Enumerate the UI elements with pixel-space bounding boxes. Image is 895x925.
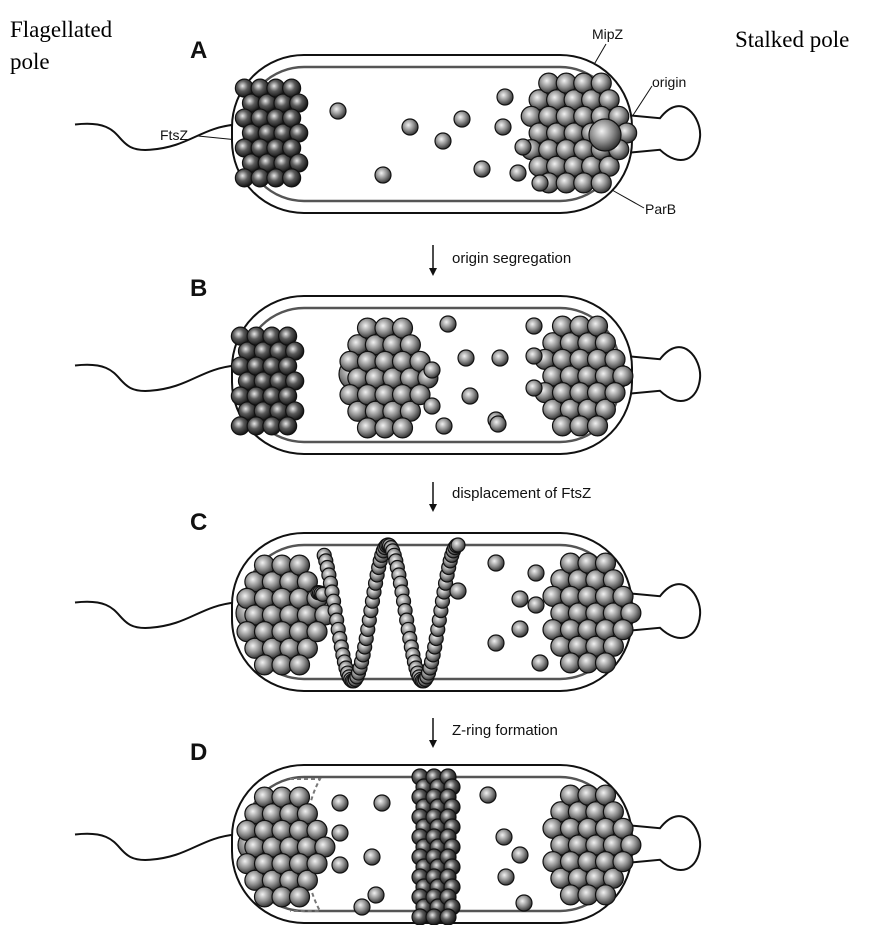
panel-letter-a: A (190, 37, 207, 64)
mipz-cluster-old-pole (613, 852, 633, 872)
stalk (626, 347, 700, 401)
mipz-polar-cluster (591, 173, 611, 193)
free-mipz (515, 139, 531, 155)
mipz-cluster-old-pole (605, 383, 625, 403)
flagellum (75, 124, 236, 150)
flagellated-pole-label-line2: pole (10, 49, 50, 74)
mipz-cluster-new-pole (290, 655, 310, 675)
mipz-cluster-new-pole (307, 622, 327, 642)
free-mipz (368, 887, 384, 903)
mipz-cluster-new-pole (393, 418, 413, 438)
free-mipz (435, 133, 451, 149)
free-mipz (488, 635, 504, 651)
free-mipz (450, 583, 466, 599)
free-mipz (332, 857, 348, 873)
free-mipz (526, 348, 542, 364)
free-mipz (436, 418, 452, 434)
mipz-cluster-old-pole (613, 620, 633, 640)
free-mipz (354, 899, 370, 915)
free-mipz (516, 895, 532, 911)
step-arrow-1 (429, 245, 437, 276)
cell-panel-c (75, 533, 700, 691)
callout-origin: origin (652, 74, 686, 90)
step-label-z-ring-formation: Z-ring formation (452, 722, 558, 739)
free-mipz (532, 175, 548, 191)
mipz-cluster-old-pole (596, 653, 616, 673)
free-mipz (332, 825, 348, 841)
free-mipz (424, 362, 440, 378)
free-mipz (462, 388, 478, 404)
free-mipz (532, 655, 548, 671)
ftsz-cluster (283, 169, 301, 187)
panel-letter-c: C (190, 509, 207, 536)
mipz-cluster-new-pole (290, 887, 310, 907)
callout-mipz: MipZ (592, 26, 624, 42)
free-mipz (512, 847, 528, 863)
free-mipz (454, 111, 470, 127)
flagellum (75, 834, 236, 860)
free-mipz (488, 555, 504, 571)
free-mipz (497, 89, 513, 105)
flagellum (75, 602, 236, 628)
free-mipz (512, 591, 528, 607)
free-mipz (480, 787, 496, 803)
z-ring (440, 909, 456, 925)
panel-letter-b: B (190, 275, 207, 302)
origin-parb-complex (589, 119, 621, 151)
free-mipz (402, 119, 418, 135)
free-mipz (332, 795, 348, 811)
panel-letter-d: D (190, 739, 207, 766)
flagellated-pole-label-line1: Flagellated (10, 17, 113, 42)
step-arrow-3 (429, 718, 437, 748)
stalked-pole-label: Stalked pole (735, 27, 849, 52)
mipz-cluster-new-pole (307, 854, 327, 874)
free-mipz (374, 795, 390, 811)
ftsz-helix (451, 538, 465, 552)
free-mipz (492, 350, 508, 366)
free-mipz (375, 167, 391, 183)
cell-panel-b (75, 296, 700, 454)
free-mipz (458, 350, 474, 366)
free-mipz (526, 380, 542, 396)
free-mipz (498, 869, 514, 885)
free-mipz (528, 597, 544, 613)
callout-parb: ParB (645, 201, 676, 217)
free-mipz (440, 316, 456, 332)
free-mipz (424, 398, 440, 414)
free-mipz (474, 161, 490, 177)
free-mipz (496, 829, 512, 845)
free-mipz (526, 318, 542, 334)
free-mipz (330, 103, 346, 119)
free-mipz (528, 565, 544, 581)
flagellum (75, 365, 236, 391)
ftsz-cluster (279, 417, 297, 435)
free-mipz (495, 119, 511, 135)
step-label-displacement-of-ftsz: displacement of FtsZ (452, 485, 591, 502)
step-arrow-2 (429, 482, 437, 512)
step-label-origin-segregation: origin segregation (452, 250, 571, 267)
mipz-cluster-old-pole (596, 885, 616, 905)
free-mipz (510, 165, 526, 181)
cell-panel-d (75, 765, 700, 925)
free-mipz (512, 621, 528, 637)
free-mipz (364, 849, 380, 865)
mipz-cluster-old-pole (588, 416, 608, 436)
free-mipz (490, 416, 506, 432)
